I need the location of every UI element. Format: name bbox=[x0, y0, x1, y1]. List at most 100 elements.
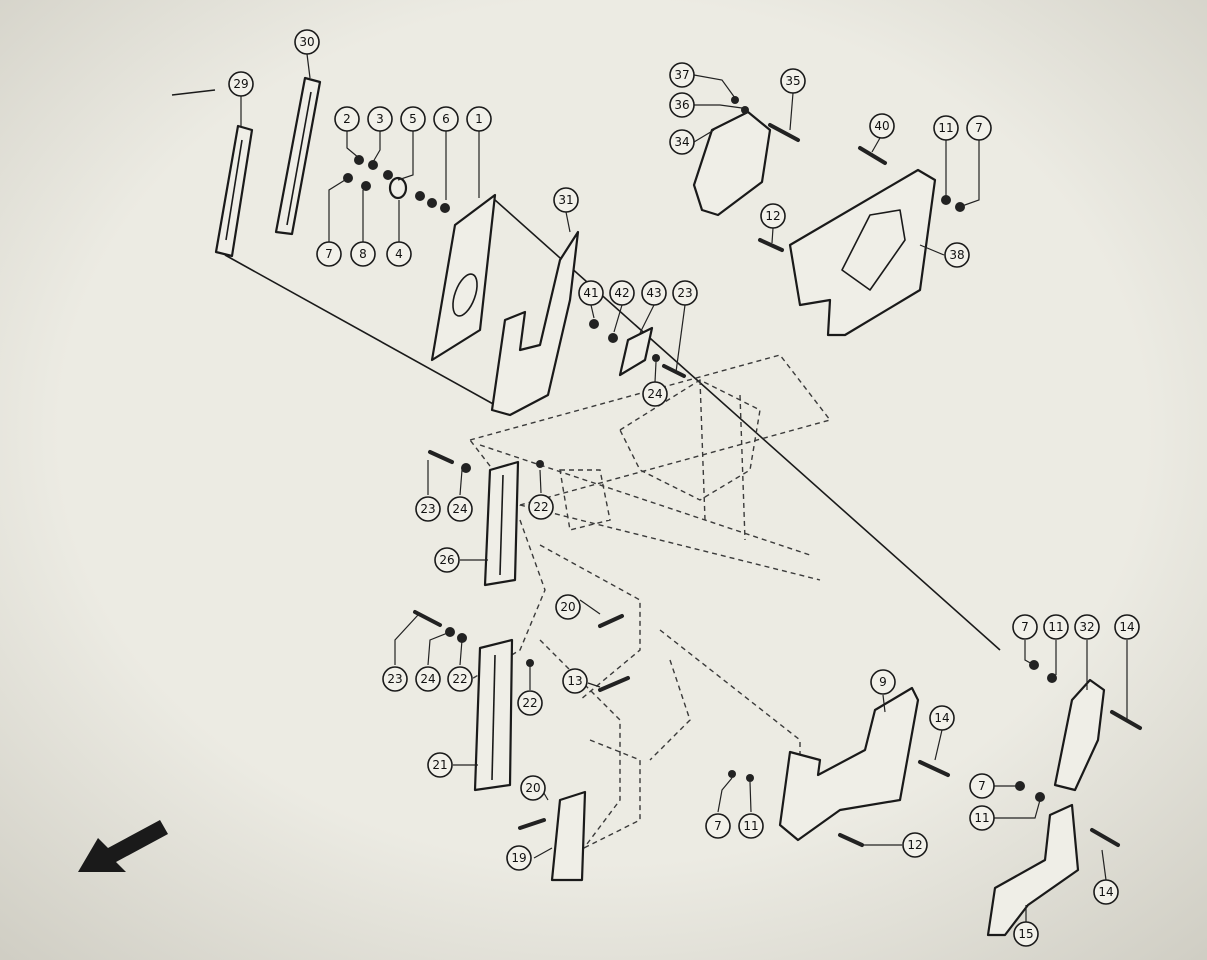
hardware-cluster-middle bbox=[589, 319, 686, 378]
callout-7-b: 7 bbox=[966, 115, 992, 141]
part-plate-38 bbox=[788, 168, 937, 337]
callout-34: 34 bbox=[669, 129, 695, 155]
svg-text:20: 20 bbox=[525, 781, 540, 795]
callout-1: 1 bbox=[466, 106, 492, 132]
part-bracket-19 bbox=[550, 790, 587, 882]
svg-text:31: 31 bbox=[558, 193, 573, 207]
callout-7-c: 7 bbox=[705, 813, 731, 839]
callout-43: 43 bbox=[641, 280, 667, 306]
callout-31: 31 bbox=[553, 187, 579, 213]
callout-11-b: 11 bbox=[738, 813, 764, 839]
svg-text:7: 7 bbox=[978, 779, 986, 793]
callout-22-a: 22 bbox=[528, 494, 554, 520]
callout-11-a: 11 bbox=[933, 115, 959, 141]
svg-text:38: 38 bbox=[949, 248, 964, 262]
hardware-cluster-top bbox=[343, 155, 450, 213]
svg-text:15: 15 bbox=[1018, 927, 1033, 941]
svg-text:22: 22 bbox=[533, 500, 548, 514]
svg-text:2: 2 bbox=[343, 112, 351, 126]
svg-text:11: 11 bbox=[938, 121, 953, 135]
callout-29: 29 bbox=[228, 71, 254, 97]
callout-12-b: 12 bbox=[902, 832, 928, 858]
callout-11-d: 11 bbox=[969, 805, 995, 831]
svg-text:11: 11 bbox=[743, 819, 758, 833]
hardware-cluster-34 bbox=[731, 96, 800, 142]
svg-text:32: 32 bbox=[1079, 620, 1094, 634]
callouts: 29 30 2 3 5 6 1 7 8 4 31 37 36 34 35 40 … bbox=[228, 29, 1140, 947]
svg-text:36: 36 bbox=[674, 98, 689, 112]
svg-text:19: 19 bbox=[511, 851, 526, 865]
callout-24-b: 24 bbox=[447, 496, 473, 522]
callout-13: 13 bbox=[562, 668, 588, 694]
callout-21: 21 bbox=[427, 752, 453, 778]
callout-7-d: 7 bbox=[1012, 614, 1038, 640]
svg-text:43: 43 bbox=[646, 286, 661, 300]
callout-36: 36 bbox=[669, 92, 695, 118]
callout-20-a: 20 bbox=[555, 594, 581, 620]
svg-text:14: 14 bbox=[934, 711, 949, 725]
svg-text:11: 11 bbox=[1048, 620, 1063, 634]
callout-23-c: 23 bbox=[382, 666, 408, 692]
callout-15: 15 bbox=[1013, 921, 1039, 947]
callout-30: 30 bbox=[294, 29, 320, 55]
svg-text:11: 11 bbox=[974, 811, 989, 825]
svg-text:8: 8 bbox=[359, 247, 367, 261]
part-bracket-9 bbox=[778, 686, 920, 842]
part-bracket-31 bbox=[490, 230, 580, 417]
svg-text:14: 14 bbox=[1098, 885, 1113, 899]
callout-23-a: 23 bbox=[672, 280, 698, 306]
svg-text:34: 34 bbox=[674, 135, 689, 149]
svg-text:41: 41 bbox=[583, 286, 598, 300]
svg-text:1: 1 bbox=[475, 112, 483, 126]
svg-text:23: 23 bbox=[387, 672, 402, 686]
callout-9: 9 bbox=[870, 669, 896, 695]
svg-text:14: 14 bbox=[1119, 620, 1134, 634]
svg-text:13: 13 bbox=[567, 674, 582, 688]
callout-22-b: 22 bbox=[447, 666, 473, 692]
svg-text:22: 22 bbox=[522, 696, 537, 710]
callout-20-b: 20 bbox=[520, 775, 546, 801]
svg-text:12: 12 bbox=[907, 838, 922, 852]
callout-26: 26 bbox=[434, 547, 460, 573]
svg-text:24: 24 bbox=[452, 502, 467, 516]
callout-40: 40 bbox=[869, 113, 895, 139]
svg-text:35: 35 bbox=[785, 74, 800, 88]
callout-23-b: 23 bbox=[415, 496, 441, 522]
svg-text:7: 7 bbox=[1021, 620, 1029, 634]
callout-19: 19 bbox=[506, 845, 532, 871]
callout-5: 5 bbox=[400, 106, 426, 132]
callout-37: 37 bbox=[669, 62, 695, 88]
part-bracket-15 bbox=[986, 803, 1080, 937]
callout-7-e: 7 bbox=[969, 773, 995, 799]
svg-text:20: 20 bbox=[560, 600, 575, 614]
svg-text:29: 29 bbox=[233, 77, 248, 91]
frame-guide-lines bbox=[171, 89, 1001, 651]
leader-lines bbox=[240, 53, 1128, 922]
callout-11-c: 11 bbox=[1043, 614, 1069, 640]
callout-12-a: 12 bbox=[760, 203, 786, 229]
svg-text:7: 7 bbox=[975, 121, 983, 135]
svg-text:26: 26 bbox=[439, 553, 454, 567]
svg-text:23: 23 bbox=[677, 286, 692, 300]
callout-2: 2 bbox=[334, 106, 360, 132]
callout-42: 42 bbox=[609, 280, 635, 306]
svg-text:24: 24 bbox=[420, 672, 435, 686]
callout-14-b: 14 bbox=[1114, 614, 1140, 640]
svg-text:22: 22 bbox=[452, 672, 467, 686]
svg-text:9: 9 bbox=[879, 675, 887, 689]
callout-8: 8 bbox=[350, 241, 376, 267]
svg-text:37: 37 bbox=[674, 68, 689, 82]
svg-text:24: 24 bbox=[647, 387, 662, 401]
callout-6: 6 bbox=[433, 106, 459, 132]
callout-22-c: 22 bbox=[517, 690, 543, 716]
callout-7-a: 7 bbox=[316, 241, 342, 267]
front-direction-arrow-icon bbox=[78, 820, 168, 872]
callout-3: 3 bbox=[367, 106, 393, 132]
svg-text:40: 40 bbox=[874, 119, 889, 133]
svg-text:6: 6 bbox=[442, 112, 450, 126]
svg-text:3: 3 bbox=[376, 112, 384, 126]
callout-35: 35 bbox=[780, 68, 806, 94]
svg-text:7: 7 bbox=[325, 247, 333, 261]
